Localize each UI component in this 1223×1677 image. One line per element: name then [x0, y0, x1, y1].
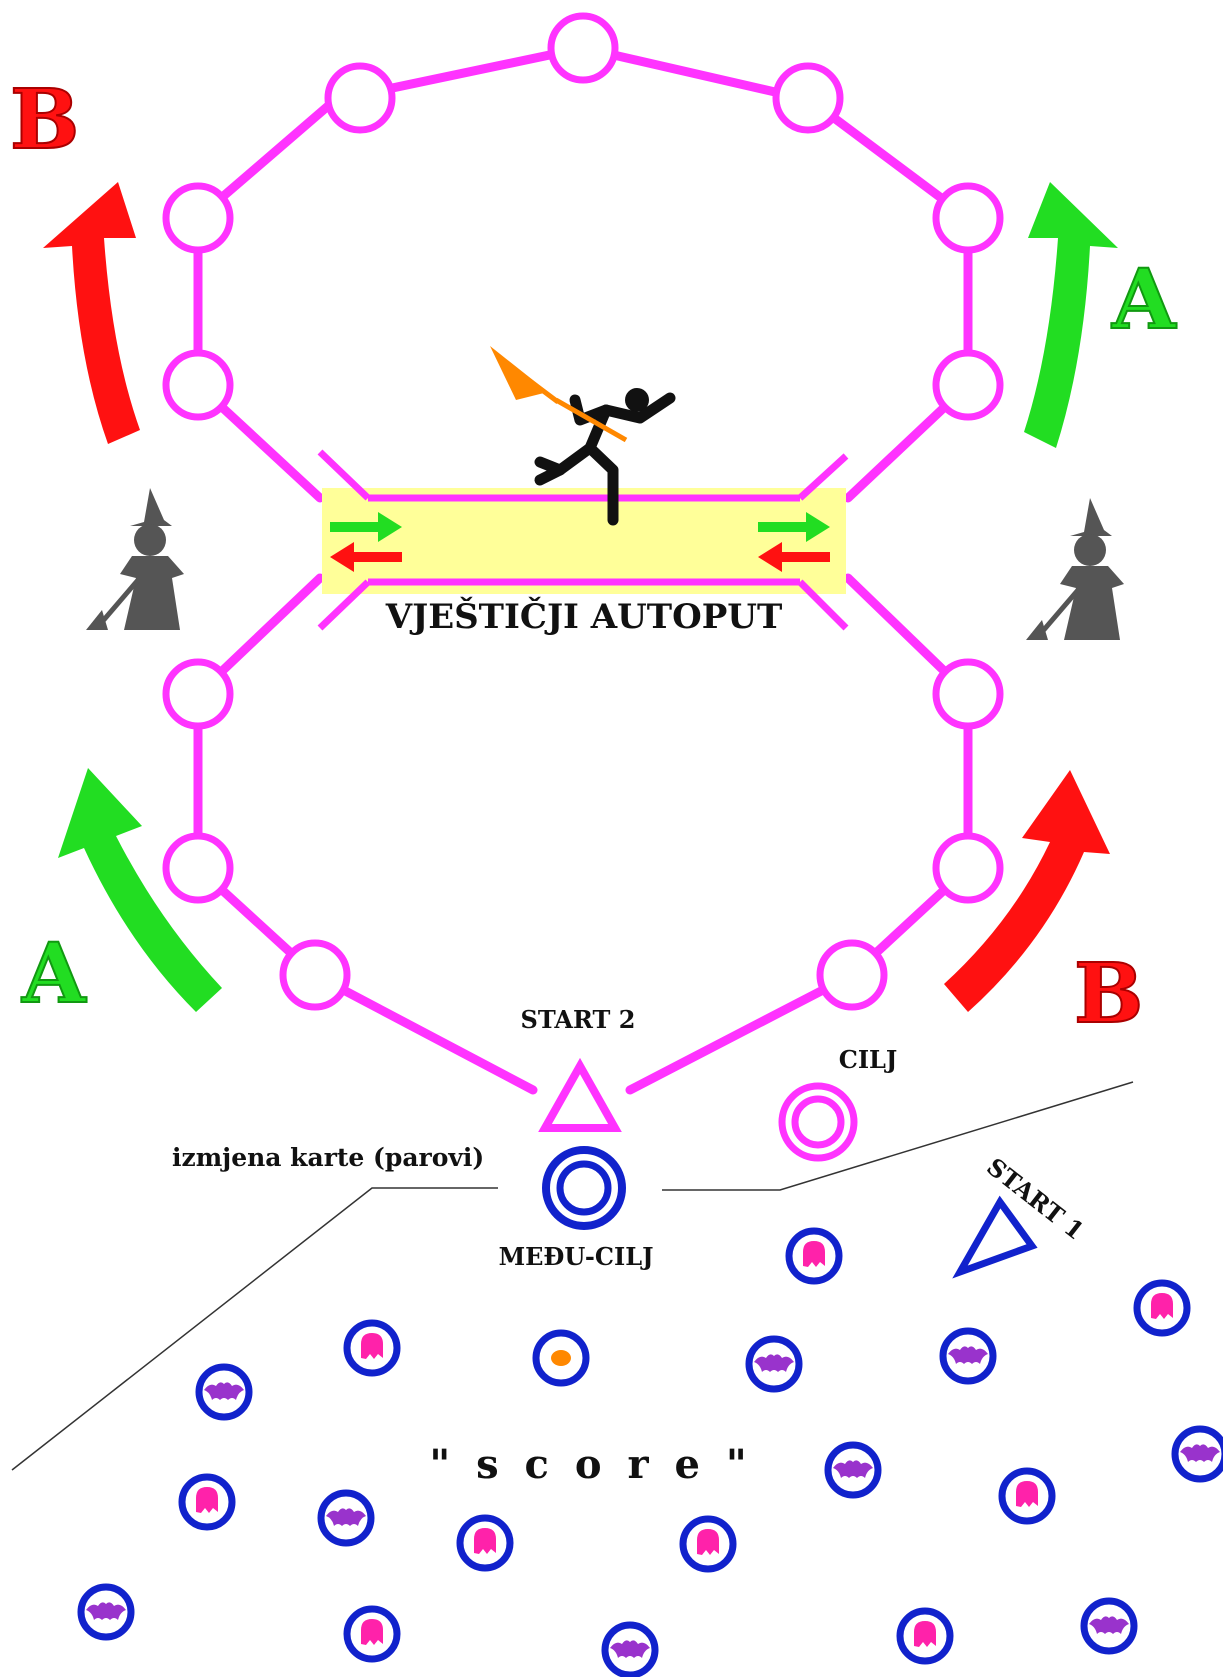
- score-token-ghost: [343, 1605, 401, 1663]
- board-title: VJEŠTIČJI AUTOPUT: [385, 596, 783, 637]
- medu-cilj-marker: [542, 1146, 626, 1230]
- direction-arrow-top-right: [1024, 182, 1118, 448]
- runner-with-broom-icon: [490, 346, 676, 526]
- track-space: [932, 349, 1004, 421]
- ghost-icon: [1151, 1293, 1173, 1319]
- medu-cilj-label: MEĐU-CILJ: [499, 1242, 654, 1271]
- score-token-bat: [745, 1335, 803, 1393]
- ghost-icon: [697, 1529, 719, 1555]
- score-token-bat: [77, 1583, 135, 1641]
- arrow-letter-top-left: B: [10, 72, 79, 168]
- score-tokens: [77, 1227, 1223, 1677]
- witch-highway: [317, 449, 849, 631]
- score-token-bat: [939, 1327, 997, 1385]
- track-space: [162, 658, 234, 730]
- direction-arrow-bottom-left: [58, 768, 222, 1012]
- direction-arrow-bottom-right: [944, 770, 1110, 1012]
- score-zone-divider-right: [662, 1081, 1134, 1191]
- track-space: [932, 182, 1004, 254]
- score-token-ghost: [343, 1319, 401, 1377]
- track-space: [816, 939, 888, 1011]
- score-label: " s c o r e ": [429, 1441, 752, 1488]
- lane-arrows-right: [758, 512, 830, 572]
- cilj-label: CILJ: [839, 1045, 898, 1074]
- score-token-ghost: [178, 1473, 236, 1531]
- track-spaces: [162, 12, 1004, 1011]
- ghost-icon: [803, 1241, 825, 1267]
- exchange-label: izmjena karte (parovi): [172, 1143, 484, 1172]
- score-token-bat: [601, 1621, 659, 1677]
- score-token-bat: [195, 1363, 253, 1421]
- score-token-ghost: [1133, 1279, 1191, 1337]
- arrow-letter-bottom-right: B: [1074, 946, 1143, 1042]
- track-space: [324, 62, 396, 134]
- track-space: [932, 832, 1004, 904]
- score-token-pumpkin: [532, 1329, 590, 1387]
- ghost-icon: [361, 1333, 383, 1359]
- score-token-bat: [824, 1441, 882, 1499]
- score-zone-divider: [11, 1187, 498, 1471]
- lane-arrows-left: [330, 512, 402, 572]
- score-token-bat: [317, 1489, 375, 1547]
- ghost-icon: [361, 1619, 383, 1645]
- track-space: [162, 832, 234, 904]
- score-token-ghost: [456, 1514, 514, 1572]
- score-token-bat: [1171, 1425, 1223, 1483]
- highway-band: [322, 488, 846, 594]
- score-token-ghost: [679, 1515, 737, 1573]
- ghost-icon: [914, 1621, 936, 1647]
- ghost-icon: [474, 1528, 496, 1554]
- start1-marker: [952, 1195, 1038, 1279]
- arrow-letter-top-right: A: [1111, 252, 1177, 348]
- start2-marker: [538, 1057, 622, 1132]
- track-space: [772, 62, 844, 134]
- track-space: [547, 12, 619, 84]
- score-token-ghost: [785, 1227, 843, 1285]
- ghost-icon: [196, 1487, 218, 1513]
- direction-arrow-top-left: [43, 182, 140, 444]
- track-space: [279, 939, 351, 1011]
- start2-label: START 2: [521, 1005, 636, 1034]
- track-space: [932, 658, 1004, 730]
- pumpkin-icon: [551, 1350, 571, 1366]
- cilj-marker: [778, 1082, 858, 1162]
- arrow-letter-bottom-left: A: [21, 926, 87, 1022]
- score-token-bat: [1080, 1597, 1138, 1655]
- witch-icon-left: [86, 488, 184, 630]
- track-space: [162, 349, 234, 421]
- track-space: [162, 182, 234, 254]
- score-token-ghost: [896, 1607, 954, 1665]
- witch-icon-right: [1026, 498, 1124, 640]
- ghost-icon: [1016, 1481, 1038, 1507]
- score-token-ghost: [998, 1467, 1056, 1525]
